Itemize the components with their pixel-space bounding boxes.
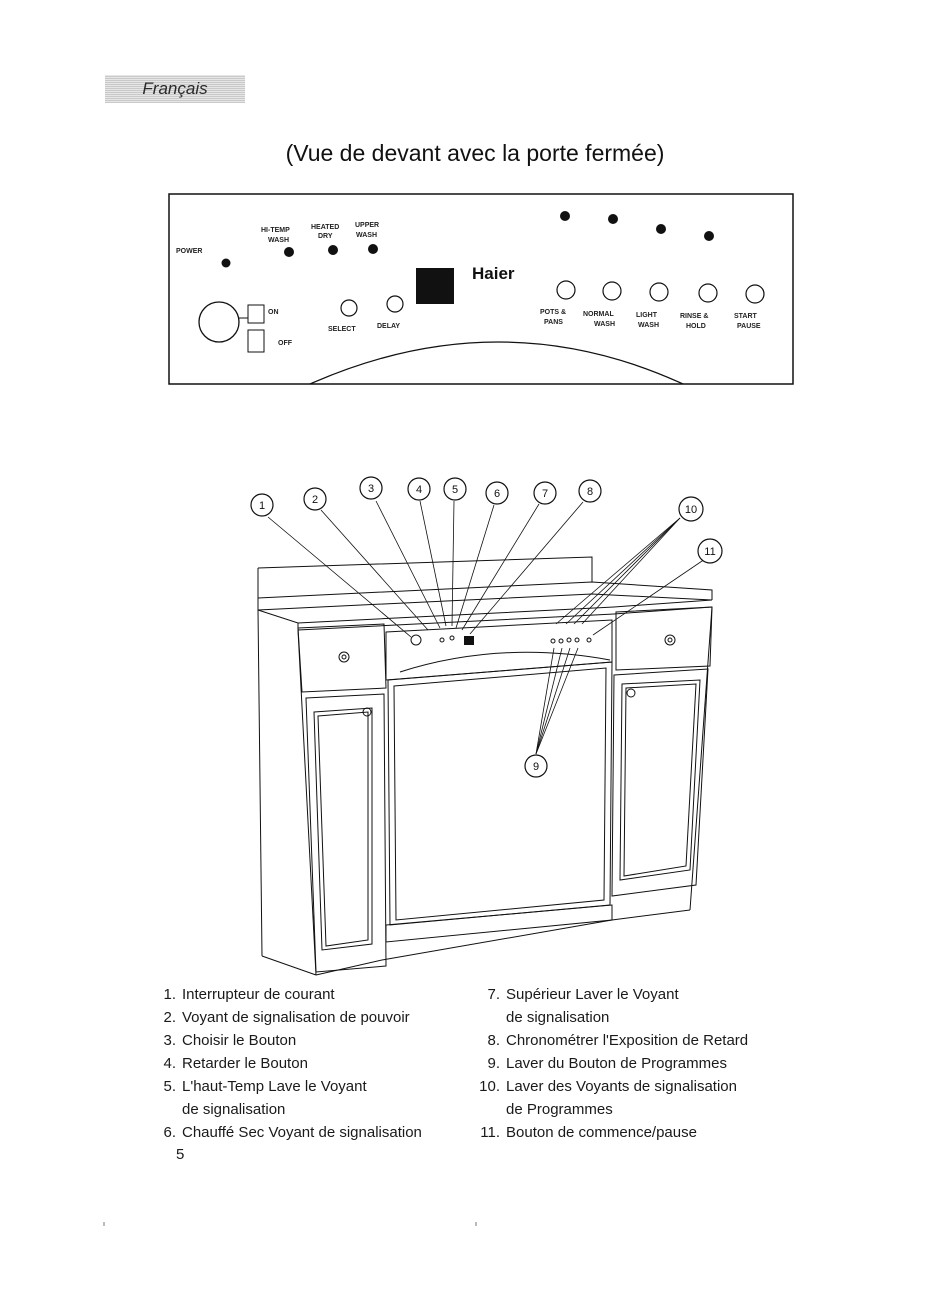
label-select: SELECT [328, 326, 356, 333]
door-handle-arc [309, 341, 684, 385]
left-door [305, 693, 387, 973]
legend-item-7-cont: de signalisation [506, 1009, 610, 1026]
legend-item-3: 3.Choisir le Bouton [163, 1032, 297, 1049]
svg-text:5: 5 [452, 484, 458, 496]
legend-item-5-cont: de signalisation [182, 1101, 286, 1118]
callout-8: 8 [578, 479, 602, 503]
callout-11: 11 [697, 538, 723, 564]
legend-item-10-cont: de Programmes [506, 1101, 613, 1118]
legend-item-7: 7.Supérieur Laver le Voyant [487, 986, 679, 1003]
label-delay: DELAY [377, 323, 400, 330]
page-number: 5 [176, 1146, 185, 1163]
panel-indicators [221, 211, 714, 304]
right-drawer [615, 606, 713, 671]
callout-2: 2 [303, 487, 327, 511]
page-title: (Vue de devant avec la porte fermée) [285, 140, 665, 166]
left-drawer [297, 623, 387, 693]
label-on: ON [268, 309, 279, 316]
label-heated-dry-2: DRY [318, 233, 333, 240]
svg-text:6: 6 [494, 488, 500, 500]
svg-text:3: 3 [368, 483, 374, 495]
dishwasher-diagram [257, 556, 713, 976]
light-wash-button-icon [649, 282, 669, 302]
panel-outline [168, 193, 794, 385]
svg-text:9: 9 [533, 761, 539, 773]
pots-pans-button-icon [556, 280, 576, 300]
legend-item-4: 4.Retarder le Bouton [163, 1055, 308, 1072]
legend-left: 1.Interrupteur de courant 2.Voyant de si… [150, 983, 422, 1144]
svg-text:10: 10 [685, 504, 697, 516]
label-upper-1: UPPER [355, 222, 379, 229]
program-light-3-icon [656, 224, 666, 234]
start-pause-button-icon [745, 284, 765, 304]
callout-1: 1 [250, 493, 274, 517]
label-normal-1: NORMAL [583, 311, 614, 318]
label-off: OFF [278, 340, 293, 347]
label-pots-1: POTS & [540, 309, 566, 316]
label-rinse-1: RINSE & [680, 313, 708, 320]
callout-9: 9 [524, 754, 548, 778]
label-start-1: START [734, 313, 758, 320]
language-tab: Français [105, 75, 245, 103]
delay-button-icon [386, 295, 404, 313]
svg-text:8: 8 [587, 486, 593, 498]
callout-leaders [267, 500, 706, 755]
select-button-icon [340, 299, 358, 317]
program-light-4-icon [704, 231, 714, 241]
label-power: POWER [176, 248, 202, 255]
legend-item-9: 9.Laver du Bouton de Programmes [487, 1055, 727, 1072]
callouts: 1 2 3 4 5 6 7 8 9 10 11 [250, 476, 723, 778]
legend-right: 7.Supérieur Laver le Voyant de signalisa… [474, 983, 748, 1144]
label-pots-2: PANS [544, 319, 563, 326]
label-start-2: PAUSE [737, 323, 761, 330]
legend-item-6: 6.Chauffé Sec Voyant de signalisation [163, 1124, 422, 1141]
control-panel-diagram [168, 193, 794, 385]
callout-4: 4 [407, 477, 431, 501]
legend-item-11: 11.Bouton de commence/pause [480, 1124, 697, 1141]
dishwasher-door [387, 661, 613, 926]
brand-logo: Haier [472, 264, 515, 283]
svg-text:2: 2 [312, 494, 318, 506]
legend-item-10: 10.Laver des Voyants de signalisation [479, 1078, 737, 1095]
callout-6: 6 [485, 481, 509, 505]
label-normal-2: WASH [594, 321, 615, 328]
label-light-1: LIGHT [636, 312, 658, 319]
power-knob-icon [198, 301, 240, 343]
rinse-hold-button-icon [698, 283, 718, 303]
dishwasher-display-icon [464, 636, 474, 645]
on-switch-icon [247, 304, 265, 324]
callout-10: 10 [678, 496, 704, 522]
label-light-2: WASH [638, 322, 659, 329]
label-upper-2: WASH [356, 232, 377, 239]
svg-text:4: 4 [416, 484, 422, 496]
hi-temp-light-icon [284, 247, 294, 257]
upper-wash-light-icon [368, 244, 378, 254]
svg-text:7: 7 [542, 488, 548, 500]
svg-text:11: 11 [704, 546, 715, 558]
label-rinse-2: HOLD [686, 323, 706, 330]
normal-wash-button-icon [602, 281, 622, 301]
legend-item-1: 1.Interrupteur de courant [163, 986, 335, 1003]
right-door [611, 668, 709, 897]
power-light-icon [221, 258, 231, 268]
heated-dry-light-icon [328, 245, 338, 255]
legend-item-2: 2.Voyant de signalisation de pouvoir [163, 1009, 410, 1026]
off-switch-icon [247, 329, 265, 353]
svg-text:1: 1 [259, 500, 265, 512]
label-hi-temp-1: HI-TEMP [261, 227, 290, 234]
delay-display-icon [416, 268, 454, 304]
program-light-1-icon [560, 211, 570, 221]
label-hi-temp-2: WASH [268, 237, 289, 244]
callout-5: 5 [443, 477, 467, 501]
callout-3: 3 [359, 476, 383, 500]
legend-item-5: 5.L'haut-Temp Lave le Voyant [163, 1078, 367, 1095]
label-heated-dry-1: HEATED [311, 224, 339, 231]
legend-item-8: 8.Chronométrer l'Exposition de Retard [487, 1032, 749, 1049]
callout-7: 7 [533, 481, 557, 505]
program-light-2-icon [608, 214, 618, 224]
